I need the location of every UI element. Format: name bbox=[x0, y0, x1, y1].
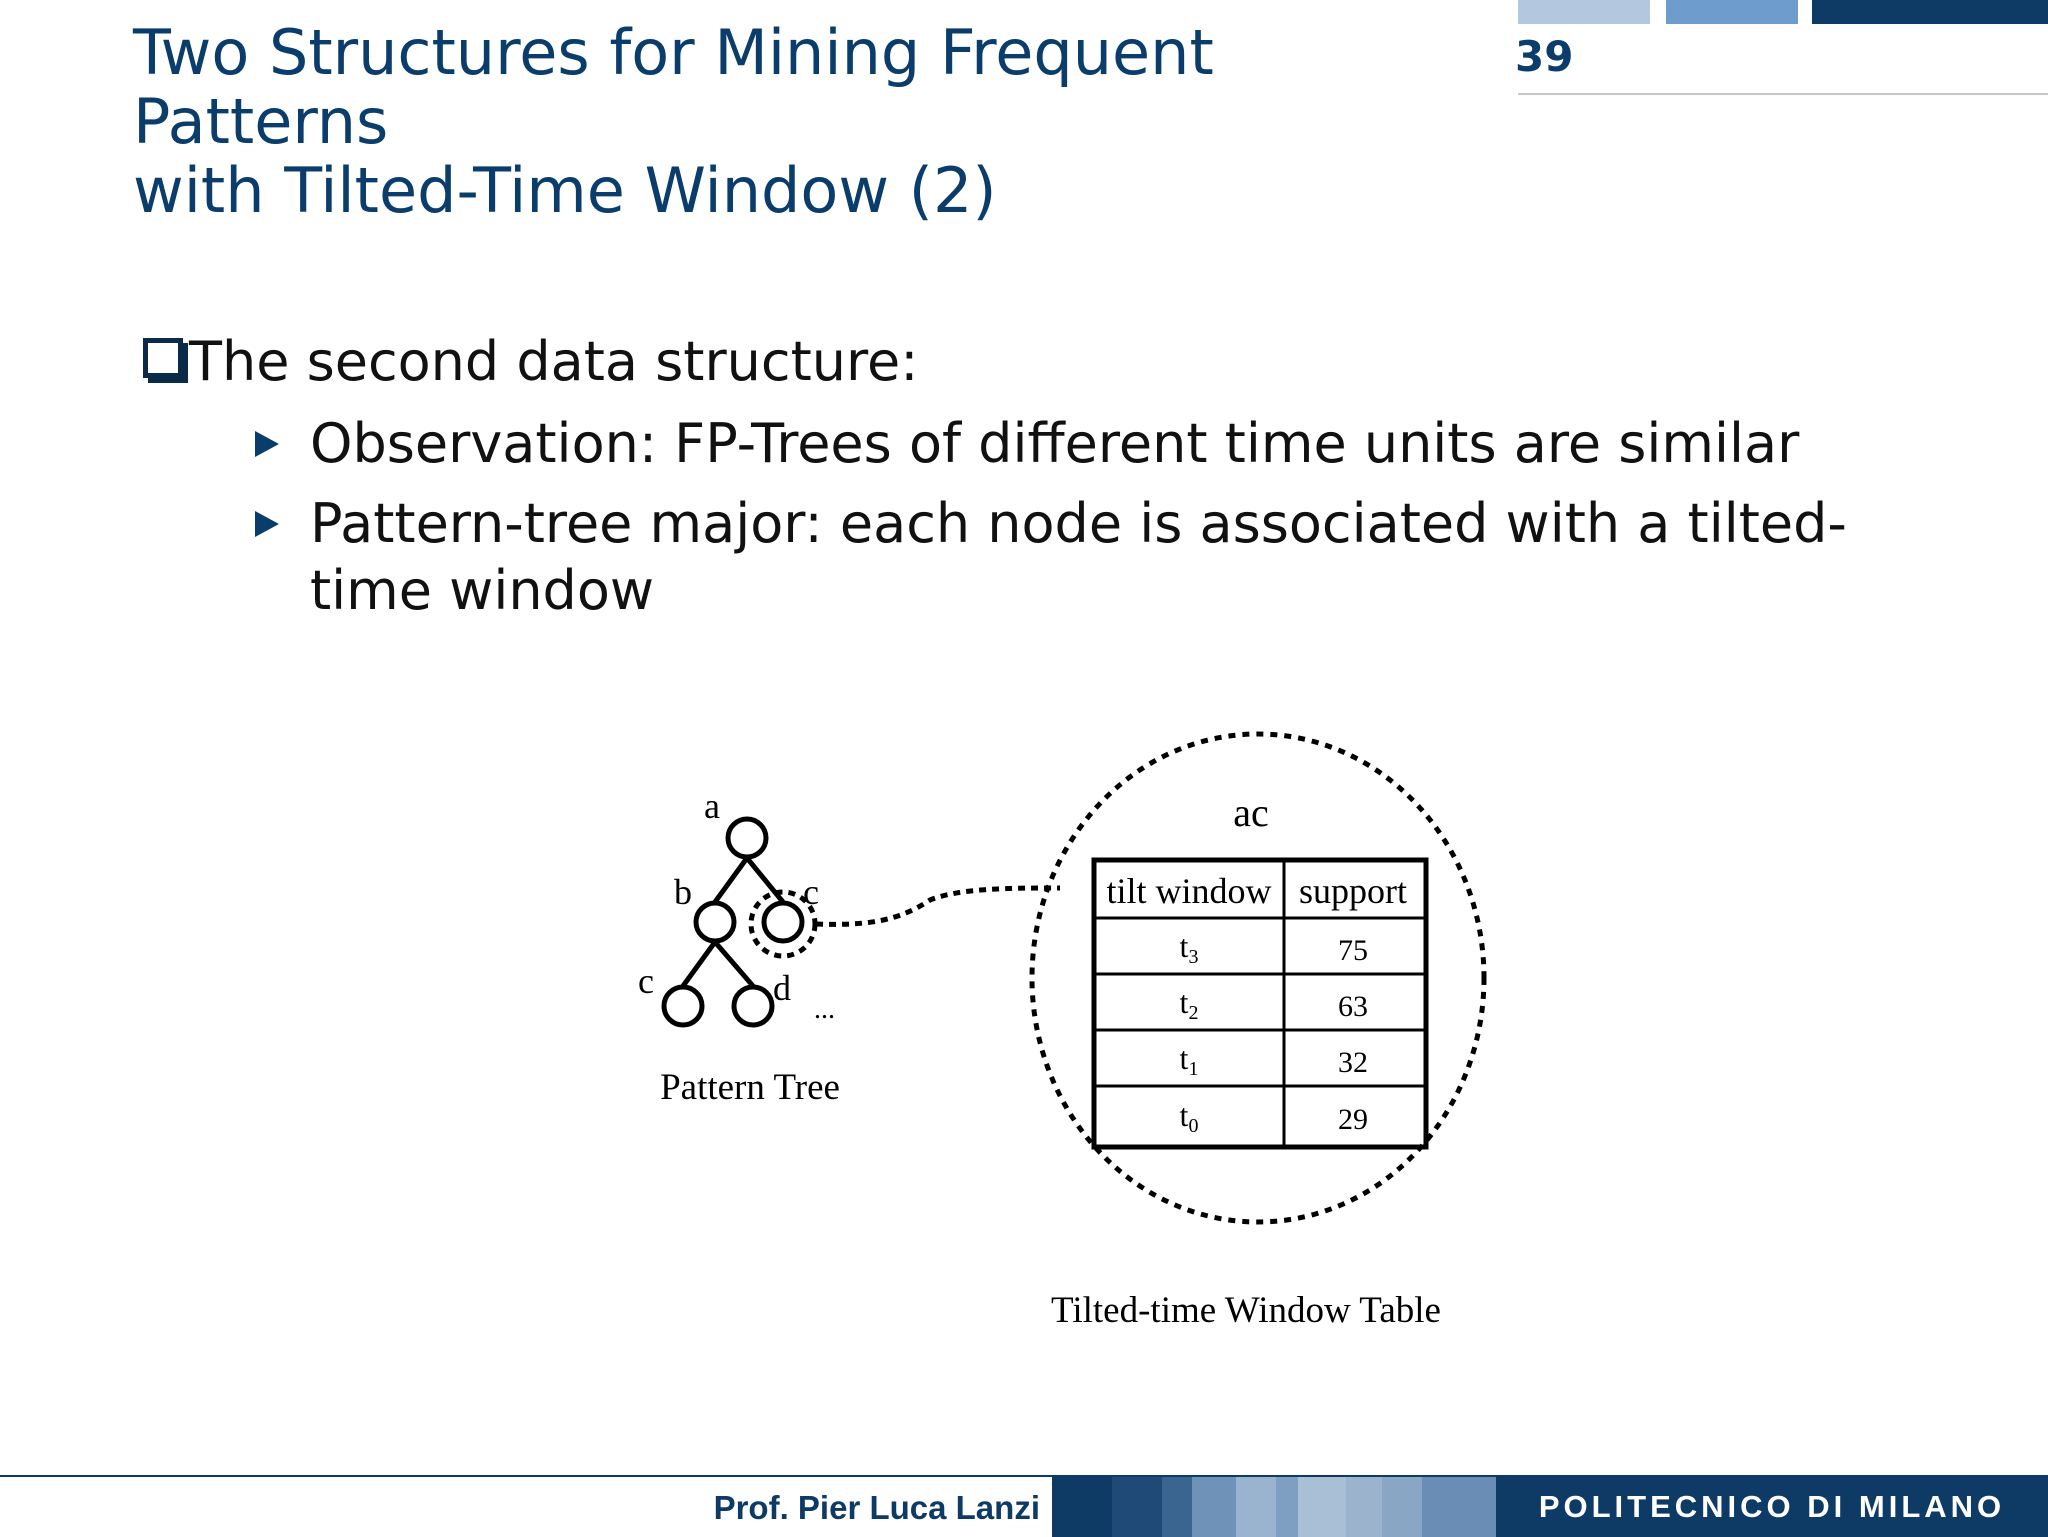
tree-label-c-highlighted: c bbox=[803, 872, 819, 912]
footer-gradient-block bbox=[1052, 1477, 1112, 1537]
tree-node-a bbox=[725, 816, 769, 860]
page-number-underline bbox=[1518, 93, 2048, 95]
arrow-bullet-icon bbox=[255, 431, 279, 457]
tree-node-d bbox=[731, 984, 775, 1028]
pattern-tree-caption: Pattern Tree bbox=[660, 1067, 840, 1108]
tree-label-a: a bbox=[704, 786, 720, 826]
slide-title: Two Structures for Mining Frequent Patte… bbox=[133, 18, 1463, 225]
tree-edge-a-b bbox=[712, 856, 750, 904]
tree-node-b bbox=[693, 900, 737, 944]
footer-gradient-block bbox=[1298, 1477, 1346, 1537]
tree-label-c: c bbox=[638, 961, 654, 1001]
tree-label-b: b bbox=[674, 872, 692, 912]
connector-dashed-line bbox=[815, 885, 1061, 927]
header-accent-block-medium bbox=[1666, 0, 1798, 24]
window-table-border bbox=[1091, 857, 1429, 1150]
table-header-support: support bbox=[1299, 871, 1407, 911]
tree-edge-b-c bbox=[680, 940, 718, 988]
tree-edge-b-d bbox=[713, 940, 755, 988]
table-row-3-support: 32 bbox=[1338, 1046, 1368, 1079]
tree-label-d: d bbox=[773, 968, 791, 1008]
tree-ellipsis: ... bbox=[814, 994, 835, 1025]
table-row-1-window: t3 bbox=[1180, 928, 1199, 968]
tree-node-highlight-ring bbox=[748, 889, 818, 959]
footer-gradient-block bbox=[1192, 1477, 1236, 1537]
window-pattern-label: ac bbox=[1233, 790, 1269, 835]
main-bullet: The second data structure: bbox=[143, 330, 918, 394]
header-accent-block-dark bbox=[1812, 0, 2048, 24]
tree-node-c-highlighted bbox=[761, 900, 805, 944]
slide-title-line-2: with Tilted-Time Window (2) bbox=[133, 154, 997, 227]
header-accent-block-light bbox=[1518, 0, 1650, 24]
footer-gradient-block bbox=[1112, 1477, 1162, 1537]
table-row-3-window: t1 bbox=[1180, 1040, 1199, 1080]
page-number: 39 bbox=[1515, 32, 1574, 81]
table-row-2-window: t2 bbox=[1180, 984, 1199, 1024]
main-bullet-text: The second data structure: bbox=[189, 330, 919, 393]
footer-author: Prof. Pier Luca Lanzi bbox=[713, 1489, 1040, 1526]
footer-divider bbox=[0, 1475, 2048, 1477]
sub-bullet-2-text: Pattern-tree major: each node is associa… bbox=[310, 492, 1847, 622]
table-row-1-support: 75 bbox=[1338, 934, 1368, 967]
slide-title-line-1: Two Structures for Mining Frequent Patte… bbox=[133, 16, 1214, 158]
table-header-tilt-window: tilt window bbox=[1106, 871, 1271, 911]
checkbox-bullet-icon bbox=[143, 338, 183, 378]
footer-gradient-block bbox=[1346, 1477, 1382, 1537]
sub-bullet-1-text: Observation: FP-Trees of different time … bbox=[310, 412, 1800, 475]
arrow-bullet-icon bbox=[255, 511, 279, 537]
table-row-4-support: 29 bbox=[1338, 1103, 1368, 1136]
footer-gradient-block bbox=[1276, 1477, 1298, 1537]
window-dashed-circle bbox=[1029, 731, 1487, 1225]
table-row-4-window: t0 bbox=[1180, 1097, 1199, 1137]
window-table-caption: Tilted-time Window Table bbox=[1051, 1290, 1441, 1331]
footer-gradient-block bbox=[1162, 1477, 1192, 1537]
footer-gradient-block bbox=[1236, 1477, 1276, 1537]
footer-gradient-block bbox=[1382, 1477, 1422, 1537]
institution-logo-text: POLITECNICO DI MILANO bbox=[1496, 1477, 2048, 1537]
footer-gradient-block bbox=[1422, 1477, 1496, 1537]
tree-node-c bbox=[661, 984, 705, 1028]
table-row-2-support: 63 bbox=[1338, 990, 1368, 1023]
